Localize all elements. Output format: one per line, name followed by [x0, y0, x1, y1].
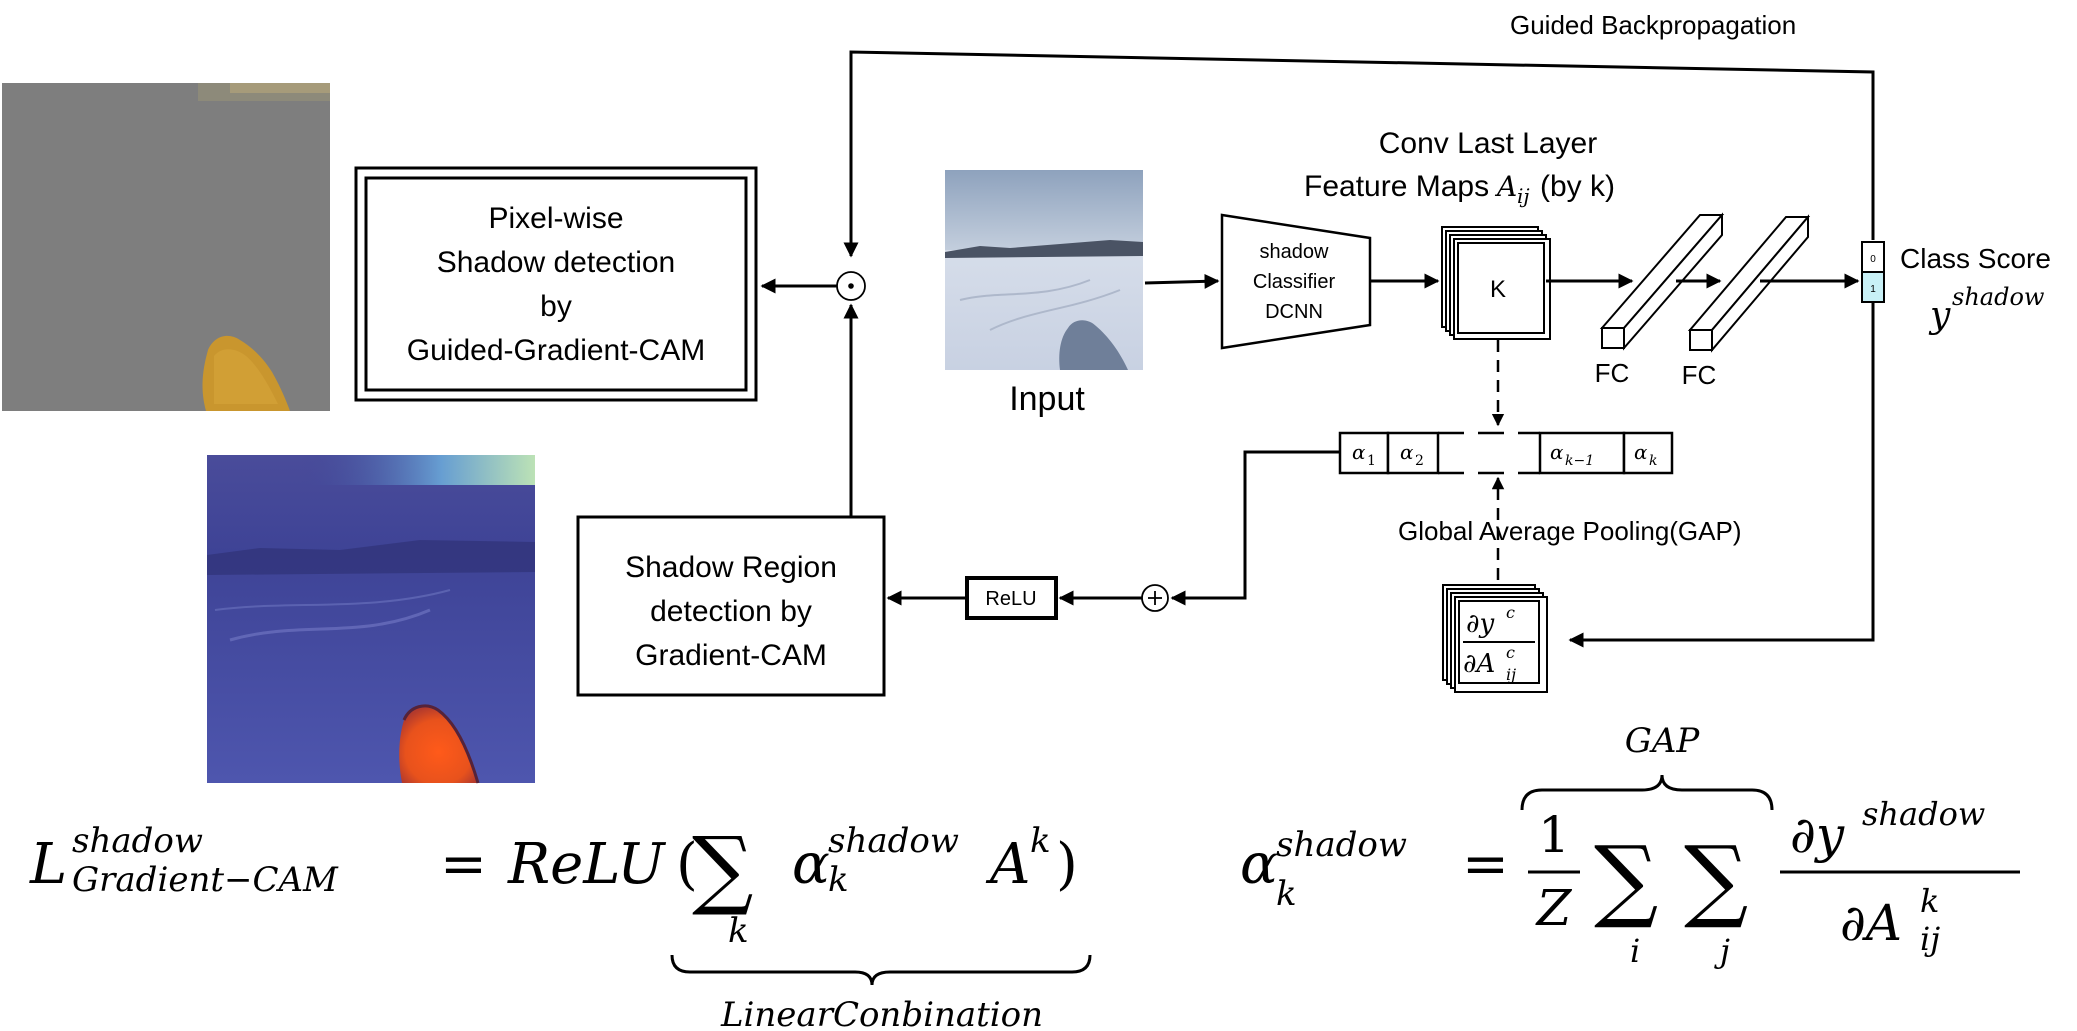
grad-den-sub: ij [1506, 665, 1516, 684]
y-shadow-base: y [1928, 295, 1951, 336]
fc-layer-2 [1687, 214, 1811, 353]
alpha-vector: α 1 α 2 α k−1 α k [1338, 431, 1674, 475]
class-score-vector: 0 1 [1861, 241, 1885, 303]
eq1-open-paren: ( [676, 832, 698, 897]
eq2-lhs-sup: shadow [1276, 825, 1407, 865]
eq1-close-paren: ) [1056, 832, 1078, 897]
alpha-km1-base: α [1550, 440, 1564, 464]
alpha-km1-sub: k−1 [1565, 453, 1594, 469]
eq1-brace-label: LinearConbination [720, 995, 1043, 1031]
region-box-line2: detection by [650, 595, 812, 628]
grad-num-sup: c [1506, 603, 1515, 622]
eq1-lhs-sup: shadow [72, 821, 203, 861]
equation-gap-alpha: α shadow k = GAP 1 Z ∑ i ∑ j ∂y shadow ∂… [1240, 721, 2020, 970]
alpha-2-base: α [1400, 440, 1414, 464]
eq1-lhs-sub: Gradient−CAM [72, 860, 339, 900]
shadow-classifier-dcnn: shadow Classifier DCNN [1220, 213, 1372, 350]
eq2-brace-label: GAP [1625, 721, 1701, 761]
eq2-frac-den: Z [1535, 879, 1573, 937]
eq1-alpha: α [792, 832, 830, 897]
grad-den-base: ∂A [1463, 649, 1495, 679]
pixel-wise-detection-box: Pixel-wise Shadow detection by Guided-Gr… [354, 166, 758, 402]
eq1-alpha-sub: k [828, 860, 849, 900]
score-top-value: 0 [1870, 254, 1876, 265]
eq1-lhs-base: L [29, 832, 67, 897]
eq2-den-base: ∂A [1840, 894, 1902, 952]
pixel-box-line1: Pixel-wise [488, 202, 623, 235]
region-box-line3: Gradient-CAM [635, 639, 827, 672]
pixel-box-line3: by [540, 290, 572, 323]
eq2-lhs-base: α [1240, 832, 1278, 897]
alpha-k-sub: k [1649, 453, 1657, 469]
eq2-den-sup: k [1920, 882, 1939, 920]
eq2-sum-j: ∑ [1684, 827, 1748, 932]
grad-den-sup: c [1506, 643, 1515, 662]
alpha-k-base: α [1634, 440, 1648, 464]
alpha-1-base: α [1352, 440, 1366, 464]
eq1-underbrace [670, 954, 1092, 986]
gradient-stack: ∂y c ∂A c ij [1442, 584, 1548, 693]
classifier-line1: shadow [1260, 241, 1329, 263]
eq2-den-sub: ij [1920, 920, 1940, 958]
gradcam-heatmap-image [207, 455, 535, 784]
conv-title-a: A [1494, 170, 1517, 203]
eq2-sum-j-sub: j [1714, 932, 1730, 970]
shadow-region-detection-box: Shadow Region detection by Gradient-CAM [576, 515, 886, 697]
eq1-alpha-sup: shadow [828, 821, 959, 861]
eq2-lhs-sub: k [1276, 874, 1297, 914]
guided-gradcam-output-image [2, 83, 330, 411]
input-label: Input [1009, 380, 1085, 418]
fc2-label: FC [1682, 360, 1717, 390]
region-box-line1: Shadow Region [625, 551, 837, 584]
elementwise-product-node [836, 271, 866, 301]
conv-title-line1: Conv Last Layer [1379, 127, 1597, 160]
eq1-sum-sub: k [728, 911, 749, 951]
eq2-overbrace [1520, 774, 1774, 811]
eq1-a-sup: k [1030, 821, 1051, 861]
eq1-sum: ∑ [692, 819, 753, 919]
feature-maps-k-stack: K [1441, 226, 1551, 340]
guided-backprop-label: Guided Backpropagation [1510, 10, 1796, 40]
eq2-frac-num: 1 [1538, 806, 1570, 864]
alpha-2-sub: 2 [1415, 453, 1424, 469]
relu-label: ReLU [985, 588, 1036, 610]
k-label: K [1490, 276, 1506, 303]
eq1-equals: = [440, 832, 487, 897]
conv-title-line2-prefix: Feature Maps [1304, 170, 1489, 203]
eq2-sum-i: ∑ [1594, 827, 1658, 932]
eq1-a: A [985, 832, 1030, 897]
eq2-equals: = [1462, 832, 1509, 897]
classifier-line2: Classifier [1253, 271, 1336, 293]
grad-num-base: ∂y [1466, 609, 1494, 639]
alpha-1-sub: 1 [1367, 453, 1376, 469]
classifier-line3: DCNN [1265, 301, 1323, 323]
pixel-box-line4: Guided-Gradient-CAM [407, 334, 705, 367]
eq1-relu: ReLU [507, 832, 666, 897]
eq2-num-base: ∂y [1790, 806, 1845, 864]
connectors [760, 50, 1875, 648]
fc-layer-1 [1599, 212, 1725, 351]
relu-box: ReLU [965, 576, 1058, 620]
y-shadow-sup: shadow [1952, 283, 2045, 311]
fc1-label: FC [1595, 358, 1630, 388]
pixel-box-line2: Shadow detection [437, 246, 676, 279]
eq2-num-sup: shadow [1862, 795, 1985, 833]
sum-node [1141, 584, 1169, 612]
eq2-sum-i-sub: i [1630, 932, 1640, 970]
gap-label: Global Average Pooling(GAP) [1398, 516, 1742, 546]
input-snow-image [945, 170, 1143, 370]
conv-title-a-sub: ij [1517, 184, 1530, 208]
conv-title-line2-suffix: (by k) [1540, 170, 1615, 203]
class-score-label: Class Score [1900, 243, 2051, 274]
equation-gradient-cam: L shadow Gradient−CAM = ReLU ( ∑ k α sha… [29, 819, 1092, 1031]
score-bottom-value: 1 [1870, 284, 1876, 295]
